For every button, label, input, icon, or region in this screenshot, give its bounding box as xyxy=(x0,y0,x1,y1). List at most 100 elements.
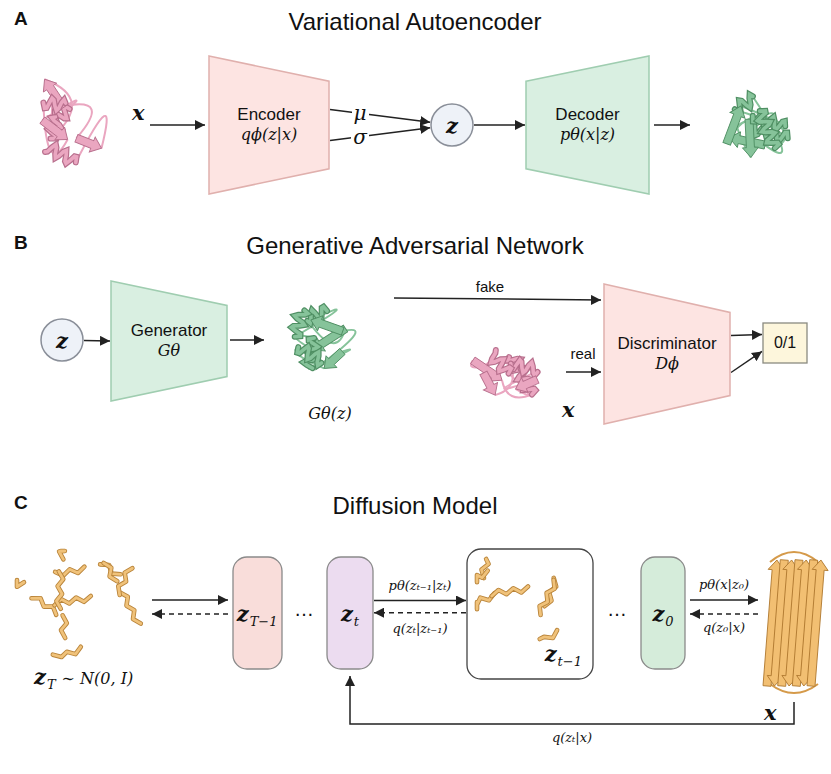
circle-outline xyxy=(41,319,83,361)
node-name: Encoder xyxy=(237,104,300,125)
node-name: z xyxy=(446,113,458,138)
helix xyxy=(297,346,321,365)
stick xyxy=(104,563,118,581)
variable-label: Gθ(z) xyxy=(308,404,351,425)
subscript: t xyxy=(354,614,359,629)
node-text: z xyxy=(56,328,68,353)
trapezoid-outline xyxy=(209,56,329,194)
stick xyxy=(120,592,141,623)
plain-arrows xyxy=(150,125,794,724)
helix xyxy=(292,310,308,336)
helix xyxy=(758,111,780,148)
variable-label: x xyxy=(764,700,777,725)
panel-letter: C xyxy=(14,492,28,514)
fake-arrow xyxy=(394,298,601,300)
return-arrow xyxy=(350,676,794,724)
edge-label: q(zₜ|zₜ₋₁) xyxy=(390,621,449,636)
node-name: Generator xyxy=(131,320,208,341)
stick xyxy=(17,580,24,587)
arrow-label: q(z₀|x) xyxy=(703,620,745,635)
node-text: zT−1 xyxy=(237,601,278,626)
panel-letter: A xyxy=(14,8,28,30)
node-name: z xyxy=(56,328,68,353)
helix xyxy=(45,145,77,164)
arrow xyxy=(654,124,690,126)
node-formula: Gθ xyxy=(158,341,180,362)
state-box: zt−1 xyxy=(466,548,594,680)
panel-title: Variational Autoencoder xyxy=(288,8,541,36)
panel-letter: B xyxy=(14,232,28,254)
helix xyxy=(45,145,77,164)
circle-outline xyxy=(431,104,473,146)
strand xyxy=(719,103,748,146)
node-outline xyxy=(110,280,228,402)
distribution-label: ∼ N(0, I) xyxy=(62,669,134,690)
subscript: T−1 xyxy=(250,614,278,629)
strand xyxy=(73,131,104,156)
helix xyxy=(297,346,321,365)
text-row: zt−1 xyxy=(545,641,582,666)
helix xyxy=(292,310,308,336)
connector xyxy=(330,110,430,123)
rounded-outline xyxy=(467,549,593,679)
stick xyxy=(17,580,24,587)
latent-circle: z xyxy=(430,103,474,147)
dashed-arrow xyxy=(152,613,228,615)
amino-acid-sticks xyxy=(477,559,557,639)
stick xyxy=(492,587,528,597)
stick xyxy=(56,571,63,608)
connector xyxy=(731,351,762,372)
helix xyxy=(491,350,511,373)
stick xyxy=(32,598,57,615)
strand xyxy=(37,114,72,146)
stick xyxy=(61,615,67,638)
ellipsis: … xyxy=(607,598,627,621)
variable-name: z xyxy=(237,601,249,626)
dashed-arrow xyxy=(690,613,758,615)
strand xyxy=(308,312,345,338)
protein-drawings xyxy=(17,75,829,693)
strand xyxy=(319,346,348,375)
stick xyxy=(477,571,488,583)
variable-name: z xyxy=(545,641,557,666)
node-text: zt xyxy=(341,601,359,626)
stick xyxy=(104,563,118,581)
rounded-outline xyxy=(327,557,373,669)
connector xyxy=(474,124,525,126)
node-text: Decoderpθ(x|z) xyxy=(555,104,619,146)
encoder-trapezoid: Encoderqϕ(z|x) xyxy=(208,55,330,195)
state-box: zT−1 xyxy=(232,556,283,670)
stick xyxy=(540,580,555,615)
node-outline xyxy=(208,55,330,195)
node-text: Encoderqϕ(z|x) xyxy=(237,104,300,146)
arrow xyxy=(150,124,205,126)
stick xyxy=(56,571,63,608)
variable-label: x xyxy=(562,397,575,422)
trapezoid-outline xyxy=(526,56,649,194)
amino-acid-sticks xyxy=(17,551,141,657)
helix xyxy=(491,350,511,373)
ellipsis: … xyxy=(294,598,314,621)
connector xyxy=(731,334,762,336)
node-text: GeneratorGθ xyxy=(131,320,208,362)
distribution-group: zT∼ N(0, I) xyxy=(34,664,133,690)
state-box: zt xyxy=(326,556,374,670)
subscript: 0 xyxy=(665,614,673,629)
edge-label: μ xyxy=(352,101,369,125)
subscript: t−1 xyxy=(558,654,582,669)
rounded-outline xyxy=(233,557,282,669)
edge-label: σ xyxy=(351,125,369,149)
connector xyxy=(84,340,110,342)
protein-ribbon xyxy=(468,350,540,399)
panel-title: Diffusion Model xyxy=(333,492,498,520)
stick xyxy=(477,571,488,583)
stick xyxy=(61,615,67,638)
edge-label: pθ(zₜ₋₁|zₜ) xyxy=(387,578,454,593)
helix xyxy=(43,98,65,110)
output-box: 0/1 xyxy=(762,322,808,364)
text-row: zT−1 xyxy=(237,601,278,626)
text-row: zt xyxy=(341,601,359,626)
state-box: z0 xyxy=(640,556,686,670)
real-arrow xyxy=(566,371,601,373)
node-formula: Dϕ xyxy=(655,354,679,375)
